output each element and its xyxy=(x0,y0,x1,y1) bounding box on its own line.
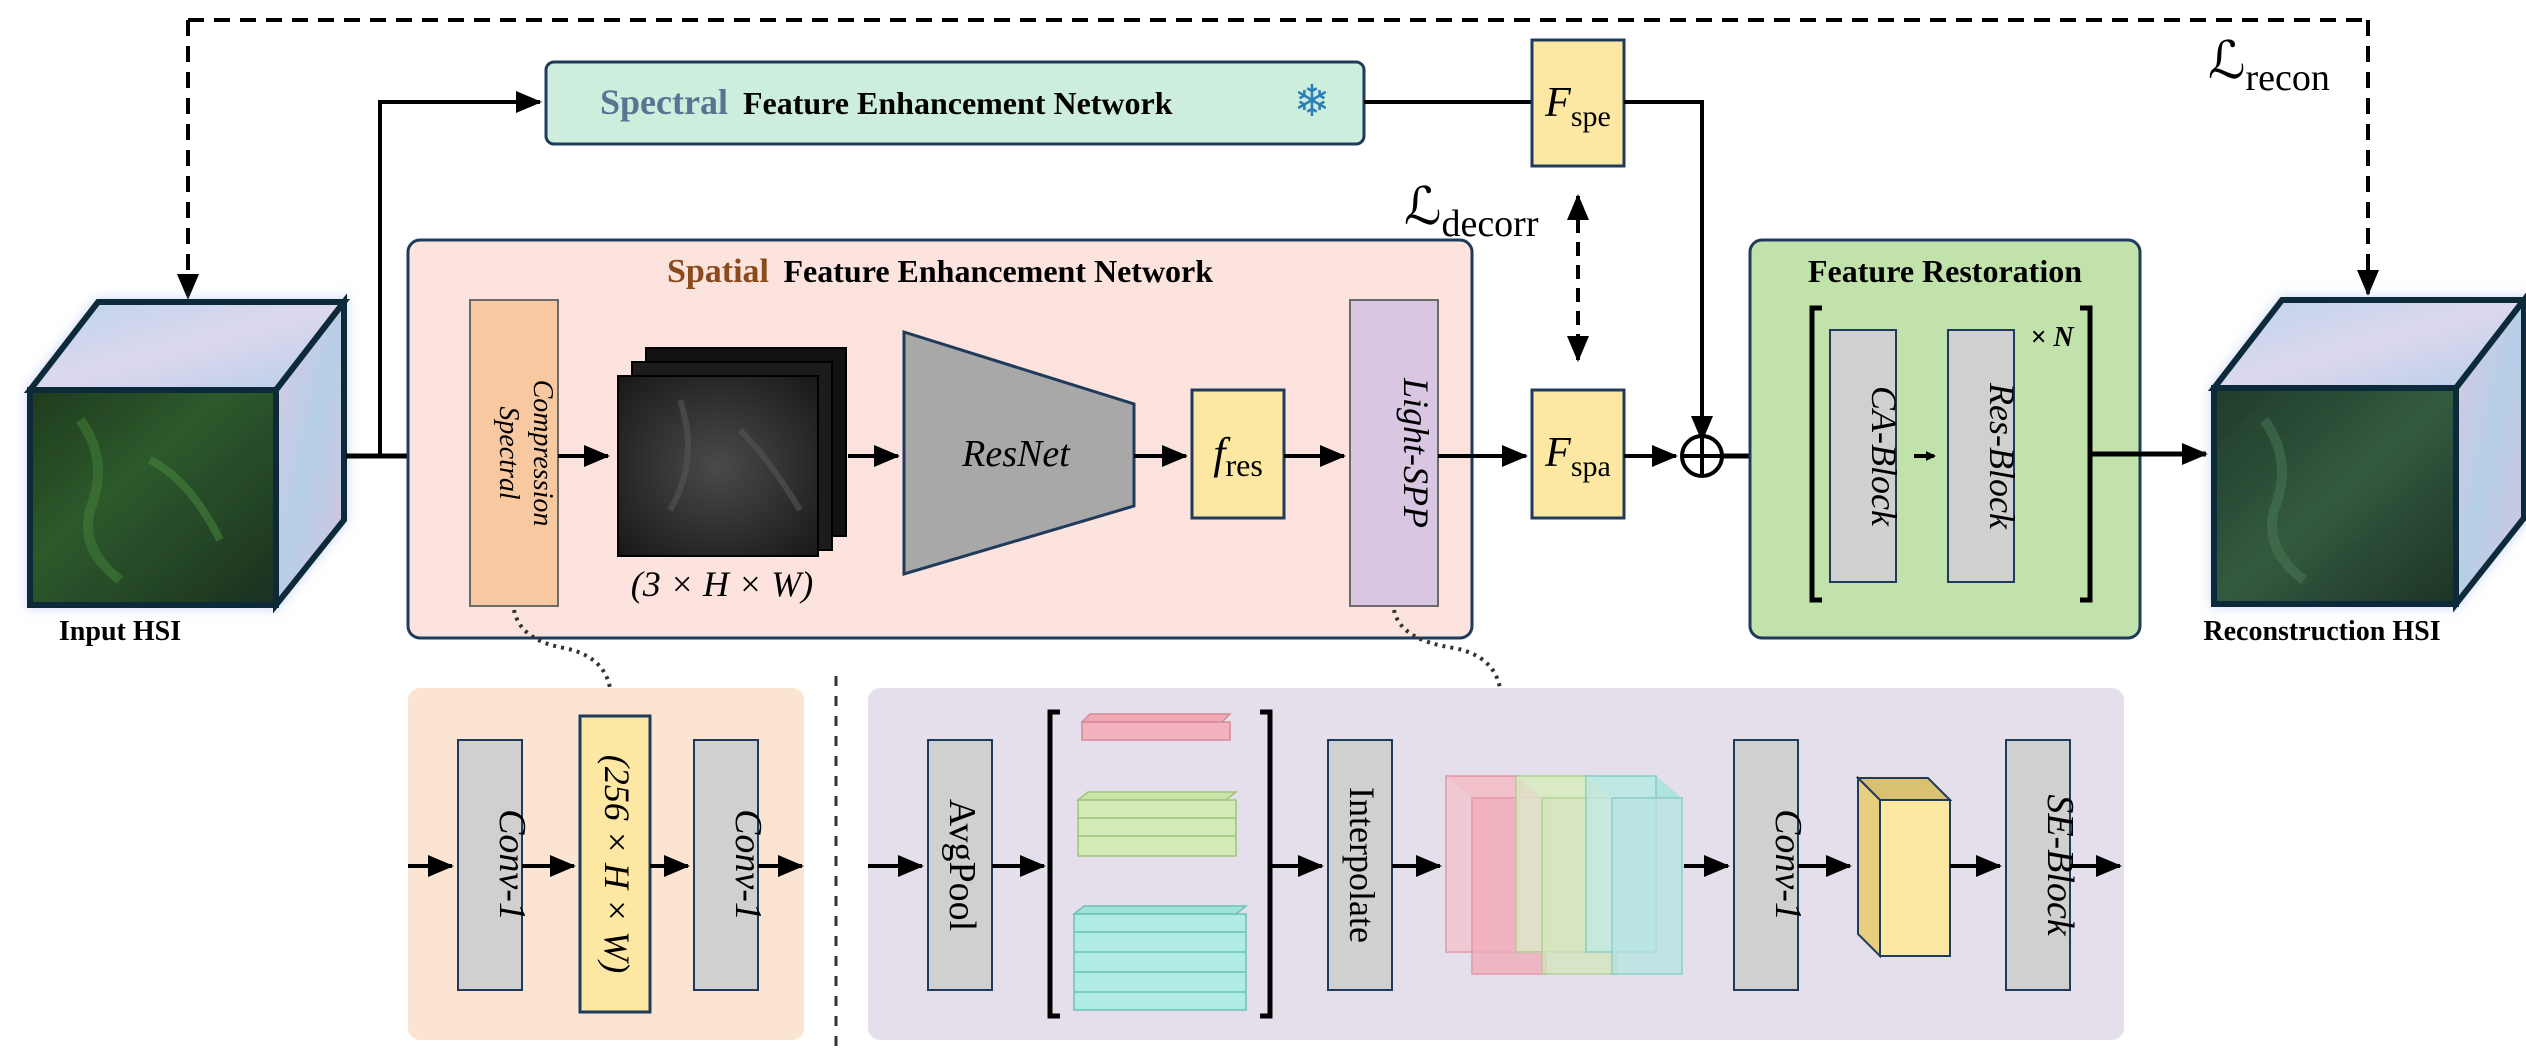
spectral-network-box: Spectral Feature Enhancement Network ❄ xyxy=(544,60,1366,146)
svg-text:(256 × H × W): (256 × H × W) xyxy=(597,755,637,974)
svg-text:Fspe: Fspe xyxy=(1544,80,1611,133)
spectral-compression-block: Spectral Compression xyxy=(469,299,559,607)
concat-features xyxy=(1445,775,1683,975)
input-hsi-cube xyxy=(23,293,351,614)
l-decorr-label: ℒdecorr xyxy=(1404,179,1539,245)
svg-text:Spatial Feature Enhancem: Spatial Feature Enhancement Network xyxy=(667,253,1213,290)
plus-circle-icon xyxy=(1680,434,1724,478)
svg-text:Interpolate: Interpolate xyxy=(1342,787,1382,943)
output-feature-cuboid xyxy=(1855,775,1953,959)
svg-text:CA-Block: CA-Block xyxy=(1864,386,1904,527)
light-spp-block: Light-SPP xyxy=(1349,299,1439,607)
compression-detail-panel: Conv-1 (256 × H × W) Conv-1 xyxy=(408,688,804,1040)
input-hsi-label: Input HSI xyxy=(59,616,181,647)
l-recon-label: ℒrecon xyxy=(2208,33,2330,99)
svg-text:Spectral Feature Enhance: Spectral Feature Enhancement Network xyxy=(600,82,1173,122)
pool-slab-medium xyxy=(1075,791,1239,857)
f-spa-box: Fspa xyxy=(1530,388,1626,520)
pool-slab-small xyxy=(1080,713,1232,741)
svg-text:Feature Restoration: Feature Restoration xyxy=(1808,253,2082,289)
svg-text:Spectral: Spectral xyxy=(493,406,524,500)
reconstruction-hsi-label: Reconstruction HSI xyxy=(2203,616,2440,647)
resnet-block: ResNet xyxy=(902,329,1136,577)
branch-to-spectral xyxy=(378,91,542,456)
spp-leader xyxy=(1392,609,1502,689)
svg-text:ResNet: ResNet xyxy=(961,433,1071,475)
svg-text:AvgPool: AvgPool xyxy=(941,799,983,931)
light-spp-detail-panel: AvgPool Interpolate xyxy=(868,688,2124,1040)
svg-text:Compression: Compression xyxy=(527,380,558,527)
feature-map-stack xyxy=(617,347,847,557)
snowflake-icon: ❄ xyxy=(1294,76,1331,127)
svg-text:× N: × N xyxy=(2030,322,2075,353)
svg-text:Fspa: Fspa xyxy=(1544,430,1611,483)
reconstruction-hsi-cube xyxy=(2207,292,2526,613)
feature-restoration-panel: Feature Restoration CA-Block Res-Block ×… xyxy=(1748,238,2142,640)
compression-leader xyxy=(512,609,612,689)
svg-text:fres: fres xyxy=(1213,429,1263,483)
f-spe-box: Fspe xyxy=(1530,38,1626,168)
svg-text:Light-SPP: Light-SPP xyxy=(1396,377,1436,528)
f-res-box: fres xyxy=(1190,388,1286,520)
size-3hw-label: (3 × H × W) xyxy=(631,564,814,604)
svg-text:Res-Block: Res-Block xyxy=(1982,382,2022,530)
pool-slab-large xyxy=(1071,905,1249,1011)
recon-loss-loop xyxy=(177,18,2379,300)
